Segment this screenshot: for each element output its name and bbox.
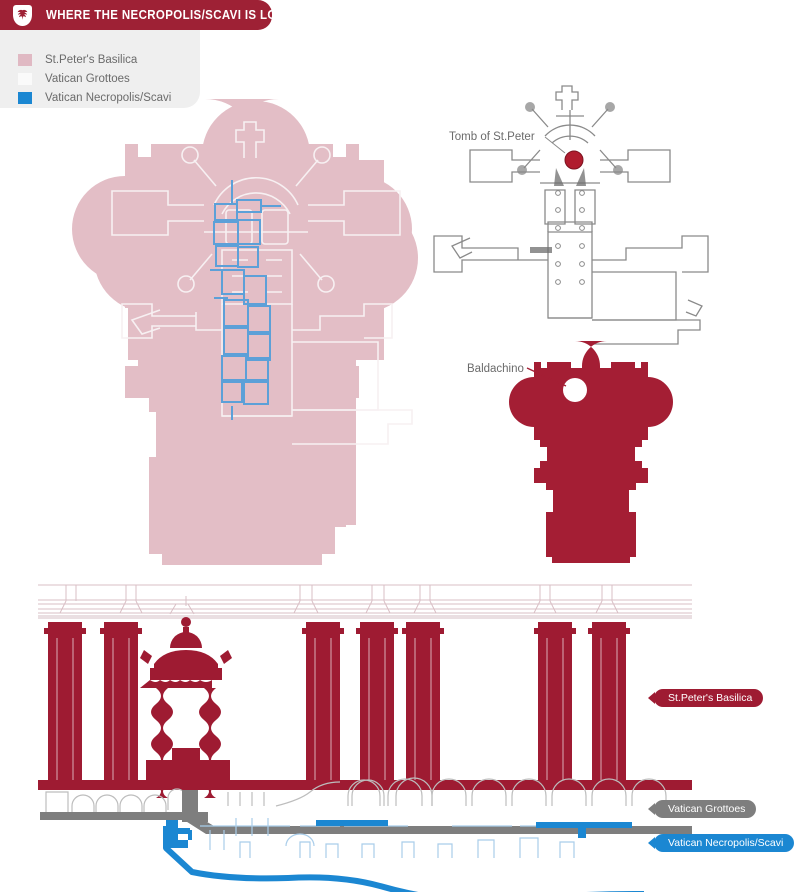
grottoes-overlay-lines <box>111 121 413 445</box>
baldachino-plan: Baldachino <box>467 341 673 563</box>
necropolis-stair-shaft <box>166 820 190 848</box>
grottoes-plan-dots <box>517 102 623 175</box>
grottoes-plan <box>433 85 709 345</box>
callout-label: Vatican Necropolis/Scavi <box>668 837 784 849</box>
cross-section <box>38 584 692 892</box>
necropolis-band-upper-right <box>536 822 632 828</box>
necropolis-overlay-lines <box>210 180 281 420</box>
baldachino-plan-silhouette <box>509 341 673 563</box>
section-columns <box>44 622 630 784</box>
necropolis-swatch <box>18 92 32 104</box>
basilica-plan-lobes <box>94 101 418 527</box>
baldachino-marker <box>563 378 587 402</box>
necropolis-ground-line <box>163 826 644 892</box>
callout-necropolis: Vatican Necropolis/Scavi <box>648 834 795 852</box>
section-entablature-band <box>38 615 692 619</box>
necropolis-band-upper-left <box>316 820 388 826</box>
grottoes-swatch <box>18 73 32 85</box>
section-basilica-floor <box>38 780 692 790</box>
grottoes-plan-shading <box>530 168 586 253</box>
callout-grottoes: Vatican Grottoes <box>648 800 757 818</box>
grottoes-plan-ribs <box>555 190 585 285</box>
section-necropolis <box>163 818 644 892</box>
legend-label: Vatican Grottoes <box>45 73 130 85</box>
callout-label: Vatican Grottoes <box>668 803 746 815</box>
section-column-flutes <box>56 638 618 780</box>
section-grottoes <box>40 777 692 834</box>
callout-basilica: St.Peter's Basilica <box>648 689 764 707</box>
header-bar: WHERE THE NECROPOLIS/SCAVI IS LOCATED <box>0 0 317 30</box>
baldachino-leader-line <box>526 367 567 387</box>
callout-label: St.Peter's Basilica <box>668 692 753 704</box>
grottoes-shaft <box>182 790 208 822</box>
necropolis-upper-line <box>178 830 192 840</box>
tomb-of-st-peter-label: Tomb of St.Peter <box>449 131 535 143</box>
section-baldachino <box>140 617 232 798</box>
legend-label: St.Peter's Basilica <box>45 54 138 66</box>
page-title: WHERE THE NECROPOLIS/SCAVI IS LOCATED <box>46 8 318 22</box>
basilica-swatch <box>18 54 32 66</box>
basilica-plan-silhouette <box>72 99 412 565</box>
main-basilica-plan <box>72 99 418 565</box>
grottoes-floor <box>40 812 692 834</box>
section-upper-linework <box>38 584 692 615</box>
grottoes-vaults <box>45 777 667 818</box>
legend-panel: St.Peter's Basilica Vatican Grottoes Vat… <box>0 30 200 108</box>
legend-item-necropolis: Vatican Necropolis/Scavi <box>18 91 171 105</box>
tomb-of-st-peter-marker <box>564 150 584 170</box>
legend-item-basilica: St.Peter's Basilica <box>18 53 137 67</box>
legend-label: Vatican Necropolis/Scavi <box>45 92 172 104</box>
necropolis-tomb-outlines <box>200 818 575 858</box>
shield-eagle-icon <box>13 4 32 26</box>
baldachino-label: Baldachino <box>467 363 524 375</box>
tomb-leader-line <box>544 136 566 154</box>
legend-item-grottoes: Vatican Grottoes <box>18 72 130 86</box>
necropolis-riser <box>578 826 586 838</box>
